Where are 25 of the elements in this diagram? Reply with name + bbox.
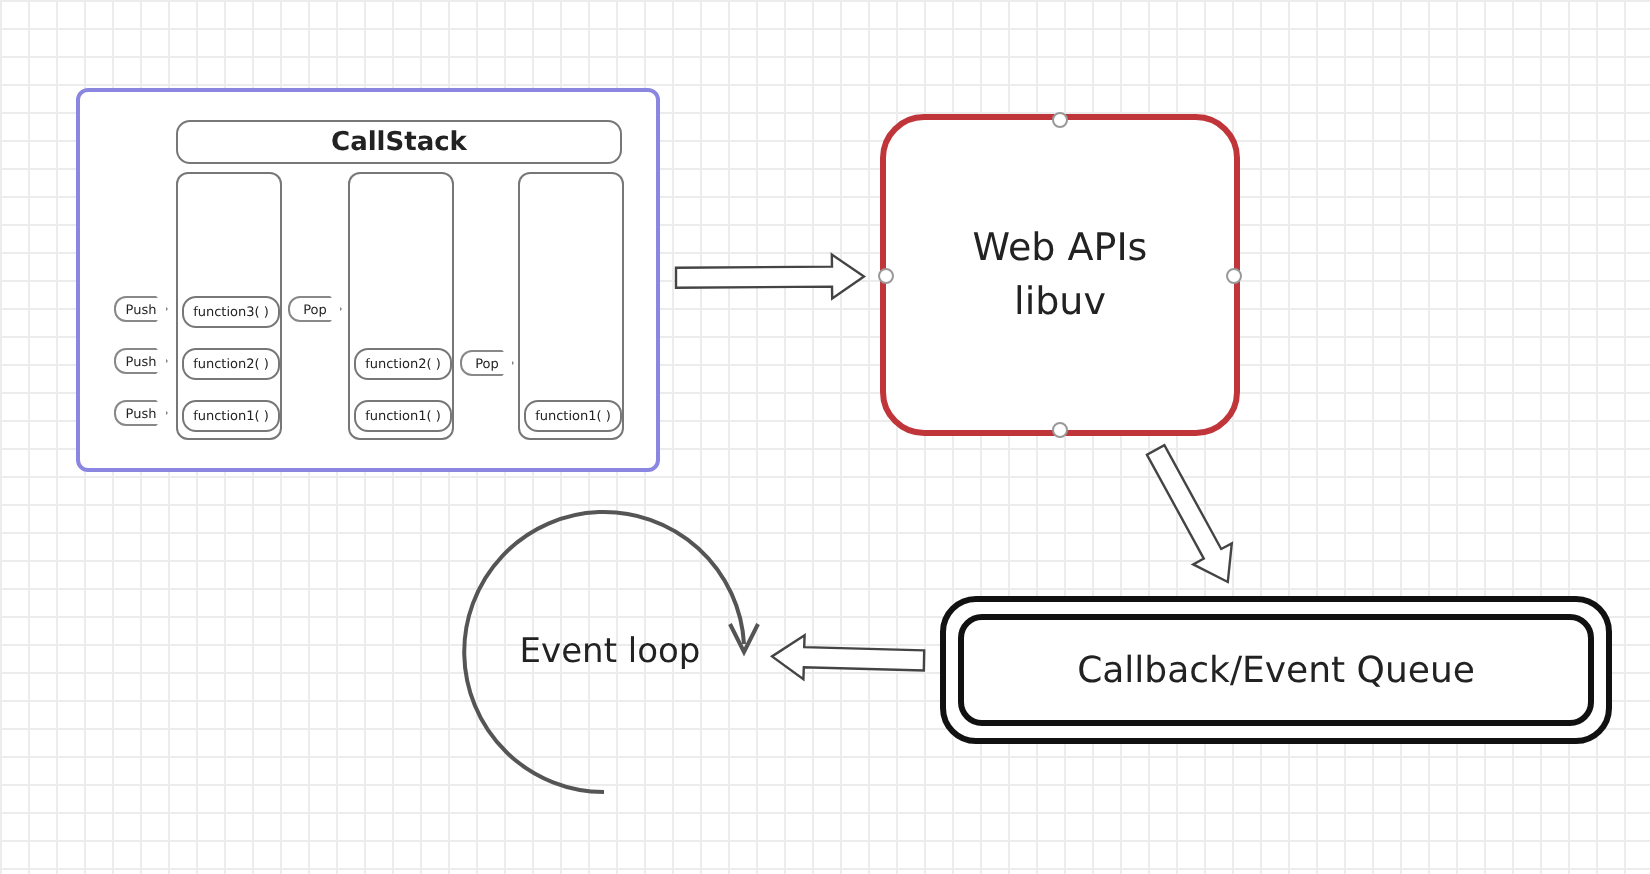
function-frame: [354, 400, 452, 432]
block-arrow: [1145, 443, 1234, 584]
function-frame: [182, 296, 280, 328]
push-pop-tag: [114, 296, 168, 322]
node-text: Web APIs libuv: [970, 223, 1150, 327]
push-pop-tag: [460, 350, 514, 376]
node-text: Event loop: [519, 635, 701, 669]
push-pop-tag: [114, 348, 168, 374]
callstack-header: [176, 120, 622, 164]
callstack-panel: [76, 88, 660, 472]
stack-column: [176, 172, 282, 440]
function-frame: [354, 348, 452, 380]
block-arrow: [674, 252, 867, 301]
push-pop-tag: [114, 400, 168, 426]
function-frame: [524, 400, 622, 432]
stack-column: [348, 172, 454, 440]
node-text: CallStack: [331, 127, 467, 157]
web-apis-box: [880, 114, 1240, 436]
stack-column: [518, 172, 624, 440]
callback-queue-box: [940, 596, 1612, 744]
block-arrow: [769, 632, 926, 682]
function-frame: [182, 400, 280, 432]
node-text: Callback/Event Queue: [1077, 649, 1475, 691]
function-frame: [182, 348, 280, 380]
push-pop-tag: [288, 296, 342, 322]
